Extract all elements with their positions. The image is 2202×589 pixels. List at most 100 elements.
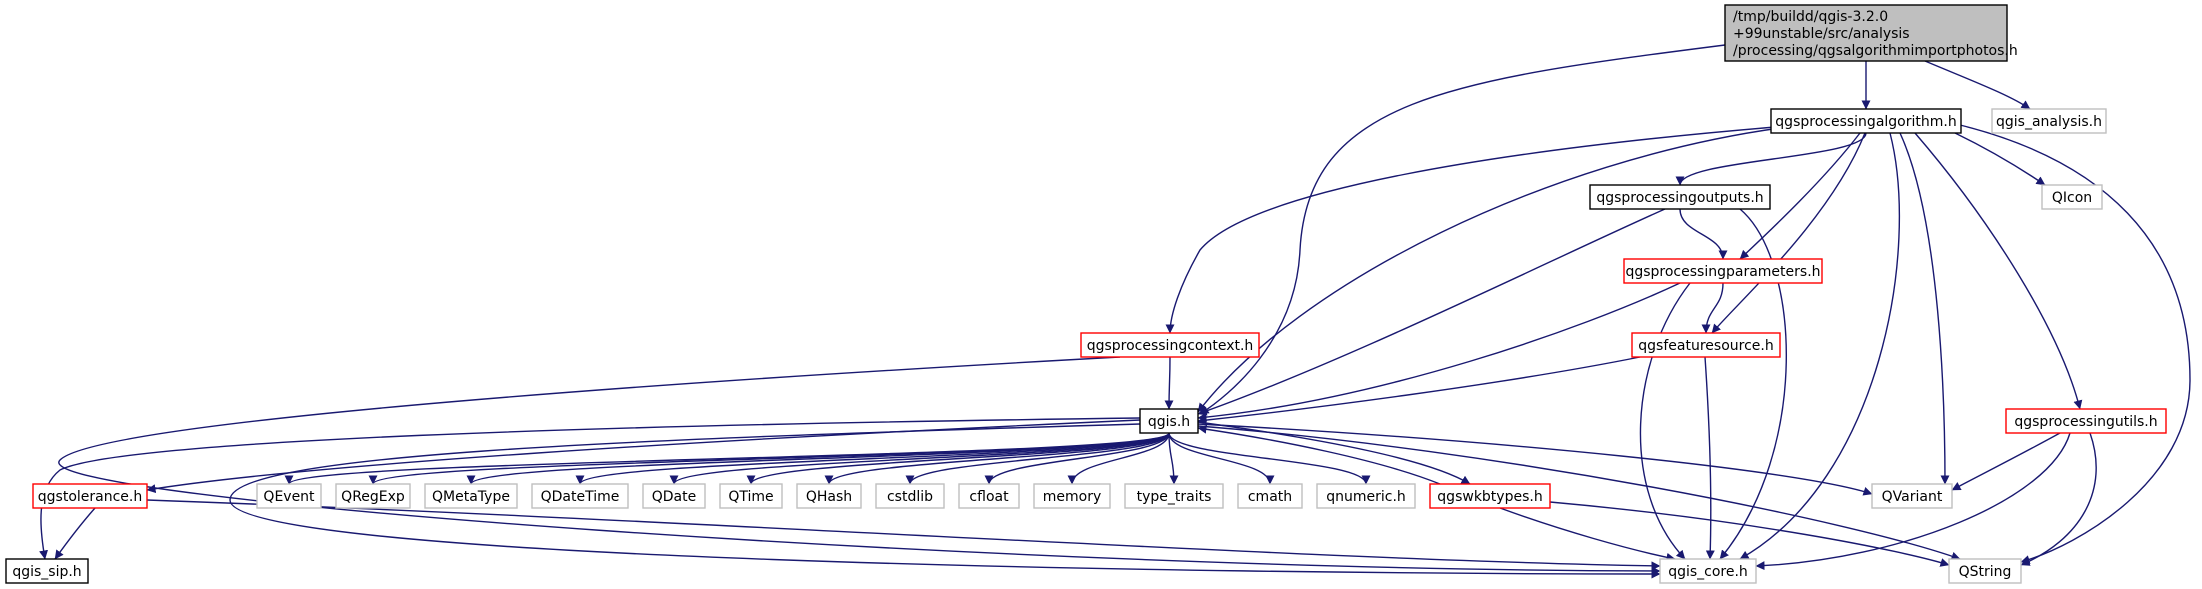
node-qgsprocessingalgorithm[interactable]: qgsprocessingalgorithm.h <box>1770 108 1962 134</box>
edge-qgis-to-qgswkbtypes <box>1197 421 1471 485</box>
edge-qgswkbtypes-to-qgis <box>1197 424 1441 485</box>
edge-qgsprocessingoutputs-to-qgsprocessingparameters <box>1679 208 1728 260</box>
node-label-cmath: cmath <box>1248 489 1292 505</box>
edge-qgis-to-qvariant <box>1197 423 1873 496</box>
edge-qgstolerance-to-qgis_core <box>146 499 1661 571</box>
edge-qgsprocessingalgorithm-to-qicon <box>1954 132 2046 186</box>
node-qevent: QEvent <box>256 483 322 509</box>
node-box-qhash <box>796 483 862 509</box>
edge-qgis-to-qdatetime <box>575 432 1170 485</box>
edge-qgis-to-qnumeric <box>1168 432 1371 485</box>
edge-qgsprocessingparameters-to-qgis_core <box>1639 282 1691 560</box>
node-box-qgsprocessingutils <box>2005 408 2167 434</box>
node-qgis_core: qgis_core.h <box>1659 558 1757 584</box>
node-qgsprocessingcontext[interactable]: qgsprocessingcontext.h <box>1080 332 1260 358</box>
node-label-qgsprocessingcontext: qgsprocessingcontext.h <box>1087 338 1254 354</box>
node-qmetatype: QMetaType <box>424 483 518 509</box>
edge-qgsprocessingparameters-to-qgis <box>1197 282 1681 422</box>
node-label-qdatetime: QDateTime <box>541 489 620 505</box>
nodes-layer: /tmp/buildd/qgis-3.2.0+99unstable/src/an… <box>5 4 2167 584</box>
node-label-root-line-3: /processing/qgsalgorithmimportphotos.h <box>1733 43 2018 59</box>
node-qtime: QTime <box>719 483 783 509</box>
edge-qgis-to-memory <box>1067 432 1170 485</box>
node-box-qgswkbtypes <box>1429 483 1551 509</box>
edge-qgsprocessingalgorithm-to-qgsprocessingparameters <box>1739 132 1861 260</box>
node-qgis_analysis: qgis_analysis.h <box>1991 108 2107 134</box>
node-label-qgsprocessingoutputs: qgsprocessingoutputs.h <box>1596 190 1763 206</box>
node-qgsprocessingutils[interactable]: qgsprocessingutils.h <box>2005 408 2167 434</box>
node-box-cfloat <box>958 483 1020 509</box>
edge-qgis-to-qstring <box>1197 425 1961 561</box>
node-label-cstdlib: cstdlib <box>887 489 933 505</box>
node-qhash: QHash <box>796 483 862 509</box>
edge-qgis-to-type_traits <box>1168 432 1179 485</box>
edge-qgsprocessingoutputs-to-qgis <box>1197 208 1666 416</box>
edge-qgsprocessingalgorithm-to-qgsfeaturesource <box>1711 132 1866 334</box>
node-box-cmath <box>1237 483 1303 509</box>
node-box-type_traits <box>1124 483 1224 509</box>
node-box-qmetatype <box>424 483 518 509</box>
node-box-qgsprocessingoutputs <box>1589 184 1771 210</box>
node-qvariant: QVariant <box>1871 483 1953 509</box>
node-label-qgsfeaturesource: qgsfeaturesource.h <box>1638 338 1773 354</box>
node-box-qdate <box>642 483 706 509</box>
node-box-qdatetime <box>531 483 629 509</box>
node-box-qgsprocessingcontext <box>1080 332 1260 358</box>
node-label-qregexp: QRegExp <box>341 489 405 505</box>
edge-qgsprocessingalgorithm-to-qgsprocessingutils <box>1914 132 2083 410</box>
edge-qgsprocessingutils-to-qvariant <box>1951 432 2061 491</box>
node-label-qmetatype: QMetaType <box>432 489 510 505</box>
node-qicon: QIcon <box>2041 184 2103 210</box>
node-memory: memory <box>1033 483 1111 509</box>
node-box-qstring <box>1948 558 2022 584</box>
node-label-qgis_sip: qgis_sip.h <box>12 564 81 580</box>
node-box-qicon <box>2041 184 2103 210</box>
node-label-qstring: QString <box>1959 564 2012 580</box>
node-qgis[interactable]: qgis.h <box>1139 408 1199 434</box>
node-qgsprocessingparameters[interactable]: qgsprocessingparameters.h <box>1623 258 1823 284</box>
node-qgis_sip[interactable]: qgis_sip.h <box>5 558 89 584</box>
edges-layer <box>39 44 2191 579</box>
node-box-qgstolerance <box>32 483 148 509</box>
edge-qgsprocessingutils-to-qstring <box>2020 432 2097 566</box>
node-label-cfloat: cfloat <box>969 489 1009 505</box>
node-cstdlib: cstdlib <box>875 483 945 509</box>
edge-qgswkbtypes-to-qstring <box>1549 501 1950 567</box>
node-label-qgsprocessingparameters: qgsprocessingparameters.h <box>1625 264 1820 280</box>
edge-qgsprocessingalgorithm-to-qgis_core <box>1739 132 1901 560</box>
edge-qgis-to-qmetatype <box>466 432 1170 485</box>
node-label-qnumeric: qnumeric.h <box>1326 489 1406 505</box>
node-label-memory: memory <box>1043 489 1102 505</box>
edge-qgsprocessingcontext-to-qgis_core <box>58 356 1661 576</box>
node-cfloat: cfloat <box>958 483 1020 509</box>
node-label-qgis_core: qgis_core.h <box>1668 564 1748 580</box>
node-label-qgis: qgis.h <box>1148 414 1190 430</box>
node-qstring: QString <box>1948 558 2022 584</box>
node-box-qgis_analysis <box>1991 108 2107 134</box>
node-box-qregexp <box>335 483 411 509</box>
node-qgsfeaturesource[interactable]: qgsfeaturesource.h <box>1631 332 1781 358</box>
node-root[interactable]: /tmp/buildd/qgis-3.2.0+99unstable/src/an… <box>1724 4 2018 62</box>
node-box-root <box>1724 4 2008 62</box>
node-label-root-line-1: /tmp/buildd/qgis-3.2.0 <box>1733 9 1888 25</box>
edge-qgsprocessingalgorithm-to-qgsprocessingoutputs <box>1675 132 1867 186</box>
node-qgswkbtypes[interactable]: qgswkbtypes.h <box>1429 483 1551 509</box>
node-label-qgis_analysis: qgis_analysis.h <box>1996 114 2102 130</box>
node-box-qgsprocessingparameters <box>1623 258 1823 284</box>
edge-qgsprocessingcontext-to-qgis <box>1164 356 1174 410</box>
node-qgsprocessingoutputs[interactable]: qgsprocessingoutputs.h <box>1589 184 1771 210</box>
edge-qgsprocessingparameters-to-qgsfeaturesource <box>1701 282 1724 334</box>
node-label-qgsprocessingalgorithm: qgsprocessingalgorithm.h <box>1775 114 1956 130</box>
edge-qgis-to-qgis_core <box>229 423 1661 579</box>
edge-qgsprocessingalgorithm-to-qgsprocessingcontext <box>1165 126 1776 334</box>
node-qgstolerance[interactable]: qgstolerance.h <box>32 483 148 509</box>
node-label-qhash: QHash <box>806 489 852 505</box>
node-box-qgis_sip <box>5 558 89 584</box>
edge-qgsprocessingalgorithm-to-qstring <box>1959 124 2191 564</box>
node-type_traits: type_traits <box>1124 483 1224 509</box>
node-label-qtime: QTime <box>728 489 773 505</box>
node-box-qevent <box>256 483 322 509</box>
edge-qgswkbtypes-to-qgis_core <box>1499 507 1676 562</box>
node-label-qvariant: QVariant <box>1882 489 1943 505</box>
